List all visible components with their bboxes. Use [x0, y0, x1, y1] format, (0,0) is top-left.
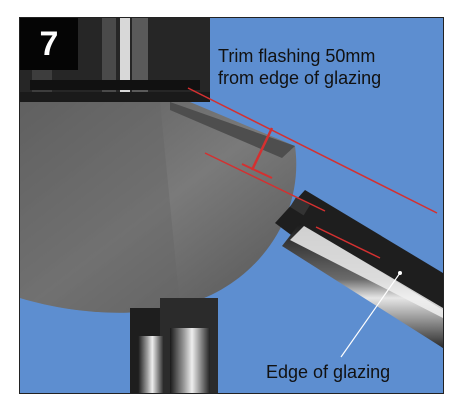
- top-frame-profile: [20, 18, 210, 102]
- trim-flashing-line-1: Trim flashing 50mm: [218, 46, 376, 66]
- step-number-badge: 7: [20, 18, 78, 70]
- edge-of-glazing-marker: [398, 271, 402, 275]
- bottom-glazing-bar: [130, 298, 218, 393]
- illustration-frame: 7 Trim flashing 50mm from edge of glazin…: [19, 17, 444, 394]
- edge-of-glazing-annotation: Edge of glazing: [266, 362, 391, 382]
- trim-guide-lines: [187, 87, 438, 259]
- curved-flashing: [20, 102, 297, 313]
- trim-flashing-annotation: Trim flashing 50mm from edge of glazing: [218, 45, 443, 89]
- right-glazing-bar: [275, 190, 443, 348]
- edge-of-glazing-leader: [340, 272, 401, 358]
- trim-flashing-line-2: from edge of glazing: [218, 68, 382, 88]
- glazing-illustration: [20, 18, 443, 393]
